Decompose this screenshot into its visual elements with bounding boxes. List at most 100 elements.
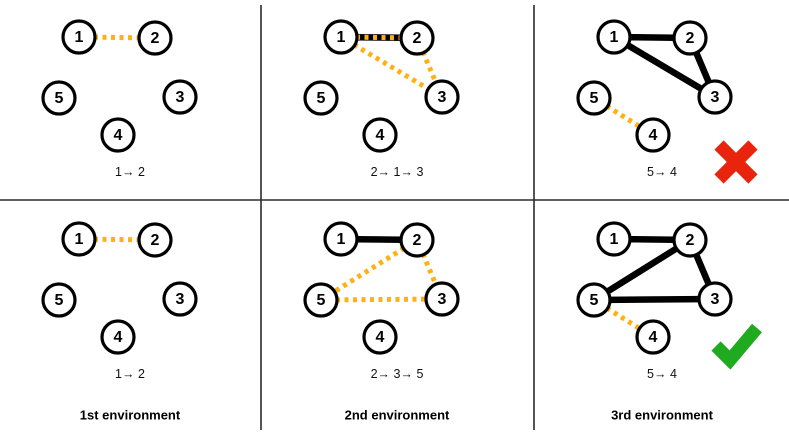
node-3: 3 (424, 281, 460, 317)
panel-top-3-caption: 5→ 4 (647, 165, 677, 179)
node-label-5: 5 (317, 90, 326, 107)
node-5: 5 (576, 282, 612, 318)
node-circle-3 (424, 79, 460, 115)
edge-solid-1-2 (355, 33, 403, 42)
edge-solid-5-3 (608, 295, 701, 304)
node-label-2: 2 (686, 232, 695, 249)
node-circle-5 (41, 282, 77, 318)
panel-bottom-3-caption: 5→ 4 (647, 367, 677, 381)
edge-dotted-2-3 (420, 50, 439, 85)
panel-top-2-edges (352, 33, 439, 92)
cross-icon (714, 140, 758, 184)
node-2: 2 (672, 20, 708, 56)
panel-top-2: 1 2 3 4 5 2→ 1→ 3 (303, 19, 460, 179)
node-label-1: 1 (337, 29, 346, 46)
edge-dotted-1-2 (93, 34, 141, 41)
node-label-4: 4 (376, 127, 385, 144)
node-4: 4 (362, 319, 398, 355)
panel-bottom-1-caption: 1→ 2 (115, 367, 145, 381)
edge-solid-1-2 (628, 235, 676, 244)
node-4: 4 (635, 117, 671, 153)
panel-bottom-2-edges (332, 235, 439, 303)
node-label-4: 4 (649, 329, 658, 346)
node-1: 1 (323, 221, 359, 257)
node-5: 5 (41, 282, 77, 318)
node-2: 2 (137, 20, 173, 56)
node-label-3: 3 (711, 89, 720, 106)
node-label-2: 2 (686, 30, 695, 47)
node-circle-5 (303, 282, 339, 318)
panel-top-2-caption: 2→ 1→ 3 (371, 165, 424, 179)
edge-solid-1-2 (628, 33, 676, 42)
node-4: 4 (362, 117, 398, 153)
edge-dotted-5-4 (605, 305, 642, 332)
panel-bottom-2-caption: 2→ 3→ 5 (371, 367, 424, 381)
node-label-2: 2 (413, 30, 422, 47)
edge-solid-1-2 (355, 235, 403, 244)
node-label-2: 2 (151, 232, 160, 249)
node-2: 2 (137, 222, 173, 258)
node-1: 1 (61, 19, 97, 55)
node-label-4: 4 (114, 329, 123, 346)
node-3: 3 (697, 79, 733, 115)
node-3: 3 (162, 79, 198, 115)
node-circle-4 (100, 117, 136, 153)
node-label-3: 3 (176, 291, 185, 308)
node-circle-5 (303, 80, 339, 116)
node-5: 5 (303, 80, 339, 116)
node-1: 1 (61, 221, 97, 257)
node-circle-3 (162, 281, 198, 317)
edge-solid-1-3 (625, 41, 704, 93)
node-circle-1 (323, 221, 359, 257)
node-circle-1 (61, 221, 97, 257)
panel-top-1-caption: 1→ 2 (115, 165, 145, 179)
edge-dotted-1-2 (93, 236, 141, 243)
edge-dotted-2-5 (332, 245, 406, 295)
node-circle-2 (137, 222, 173, 258)
node-2: 2 (399, 20, 435, 56)
node-circle-5 (41, 80, 77, 116)
edge-dotted-2-3 (420, 252, 439, 287)
node-2: 2 (672, 222, 708, 258)
node-circle-3 (162, 79, 198, 115)
check-icon (711, 323, 762, 370)
edge-solid-2-3 (692, 252, 713, 287)
panel-bottom-2: 1 2 3 4 5 2→ 3→ 5 (303, 221, 460, 381)
node-5: 5 (41, 80, 77, 116)
edge-solid-2-5 (604, 245, 680, 295)
node-label-2: 2 (151, 30, 160, 47)
panel-top-3-edges (605, 33, 713, 130)
node-5: 5 (576, 80, 612, 116)
node-label-3: 3 (711, 291, 720, 308)
environment-label-3: 3rd environment (611, 408, 714, 423)
panel-top-3: 1 2 3 4 5 5→ 4 (576, 19, 758, 184)
node-4: 4 (100, 319, 136, 355)
node-label-3: 3 (438, 89, 447, 106)
node-circle-2 (672, 222, 708, 258)
node-circle-3 (697, 281, 733, 317)
node-label-4: 4 (114, 127, 123, 144)
node-3: 3 (162, 281, 198, 317)
node-label-1: 1 (75, 231, 84, 248)
node-label-5: 5 (317, 292, 326, 309)
node-circle-5 (576, 80, 612, 116)
panel-top-1: 1 2 3 4 5 1→ 2 (41, 19, 198, 179)
node-5: 5 (303, 282, 339, 318)
node-label-4: 4 (649, 127, 658, 144)
environment-label-1: 1st environment (80, 408, 181, 423)
node-label-1: 1 (337, 231, 346, 248)
node-circle-2 (137, 20, 173, 56)
node-label-2: 2 (413, 232, 422, 249)
node-circle-4 (635, 319, 671, 355)
node-label-1: 1 (610, 29, 619, 46)
edge-dotted-1-3 (352, 42, 431, 92)
node-3: 3 (424, 79, 460, 115)
node-circle-3 (697, 79, 733, 115)
panel-bottom-3-edges (604, 235, 713, 332)
node-label-5: 5 (55, 90, 64, 107)
node-label-4: 4 (376, 329, 385, 346)
node-circle-4 (362, 117, 398, 153)
